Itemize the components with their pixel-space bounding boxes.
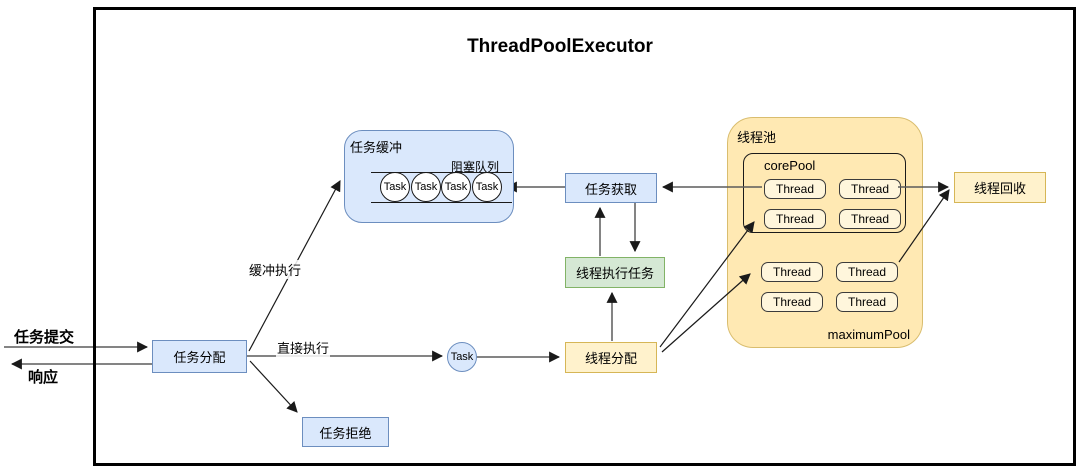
core-thread: Thread <box>764 179 826 199</box>
blocking-queue-label: 阻塞队列 <box>450 160 499 174</box>
node-task-circle: Task <box>447 342 477 372</box>
core-pool-label: corePool <box>764 158 816 173</box>
max-thread: Thread <box>836 262 898 282</box>
queue-task-circle: Task <box>380 172 410 202</box>
response-label: 响应 <box>28 369 59 386</box>
core-thread: Thread <box>839 209 901 229</box>
thread-pool-label: 线程池 <box>737 130 777 145</box>
node-thread-recycle: 线程回收 <box>954 172 1046 203</box>
queue-task-circle: Task <box>441 172 471 202</box>
queue-bottom-line <box>371 202 512 203</box>
edge-label-direct: 直接执行 <box>276 338 331 357</box>
node-task-fetch: 任务获取 <box>565 173 657 203</box>
group-task-buffer: 任务缓冲 阻塞队列 Task Task Task Task <box>344 130 514 223</box>
queue-task-circle: Task <box>411 172 441 202</box>
queue-top-line <box>371 172 512 173</box>
group-thread-pool: 线程池 corePool Thread Thread Thread Thread… <box>727 117 923 348</box>
node-thread-dispatch: 线程分配 <box>565 342 657 373</box>
node-task-dispatch: 任务分配 <box>152 340 247 373</box>
node-thread-execute: 线程执行任务 <box>565 257 665 288</box>
queue-task-circle: Task <box>472 172 502 202</box>
maximum-pool-label: maximumPool <box>827 327 910 342</box>
core-thread: Thread <box>839 179 901 199</box>
task-submit-label: 任务提交 <box>14 329 75 346</box>
group-core-pool: corePool Thread Thread Thread Thread <box>743 153 906 233</box>
node-task-reject: 任务拒绝 <box>302 417 389 447</box>
diagram-title: ThreadPoolExecutor <box>467 36 653 57</box>
max-thread: Thread <box>836 292 898 312</box>
core-thread: Thread <box>764 209 826 229</box>
task-buffer-label: 任务缓冲 <box>350 140 403 155</box>
outer-frame <box>93 7 1076 466</box>
edge-label-buffered: 缓冲执行 <box>248 260 303 279</box>
max-thread: Thread <box>761 262 823 282</box>
max-thread: Thread <box>761 292 823 312</box>
